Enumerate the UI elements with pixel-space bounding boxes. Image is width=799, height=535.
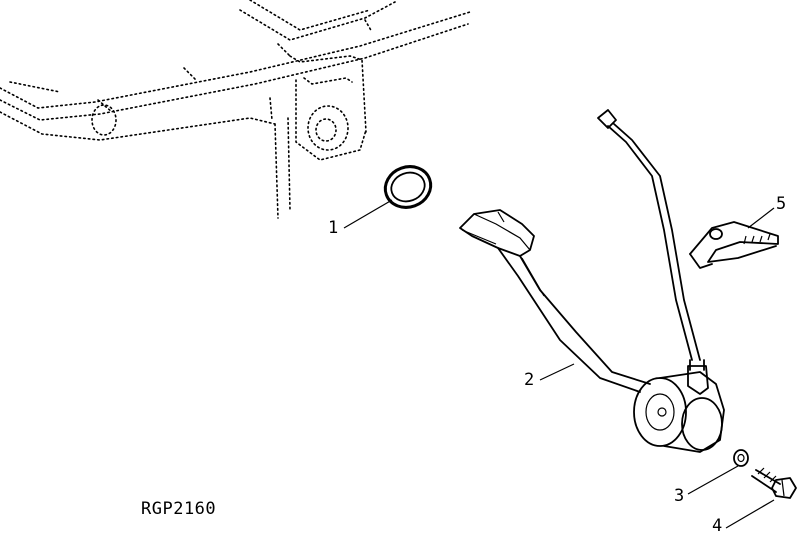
leader-line-1 bbox=[343, 199, 393, 229]
leader-line-4 bbox=[725, 499, 775, 529]
callout-1: 1 bbox=[328, 218, 339, 238]
callout-5: 5 bbox=[776, 194, 787, 214]
leader-line-3 bbox=[687, 465, 739, 495]
callout-2: 2 bbox=[524, 370, 535, 390]
leader-lines bbox=[343, 199, 775, 529]
chassis-frame-outline bbox=[0, 0, 471, 219]
clip-part bbox=[689, 221, 779, 269]
leader-line-2 bbox=[539, 363, 575, 381]
leader-line-5 bbox=[747, 207, 775, 229]
callout-3: 3 bbox=[674, 486, 685, 506]
bolt-part bbox=[751, 467, 797, 499]
o-ring-part bbox=[383, 165, 433, 209]
washer-part bbox=[733, 449, 749, 467]
callout-4: 4 bbox=[712, 516, 723, 535]
sensor-assembly-part bbox=[459, 109, 725, 453]
figure-code: RGP2160 bbox=[141, 499, 217, 519]
